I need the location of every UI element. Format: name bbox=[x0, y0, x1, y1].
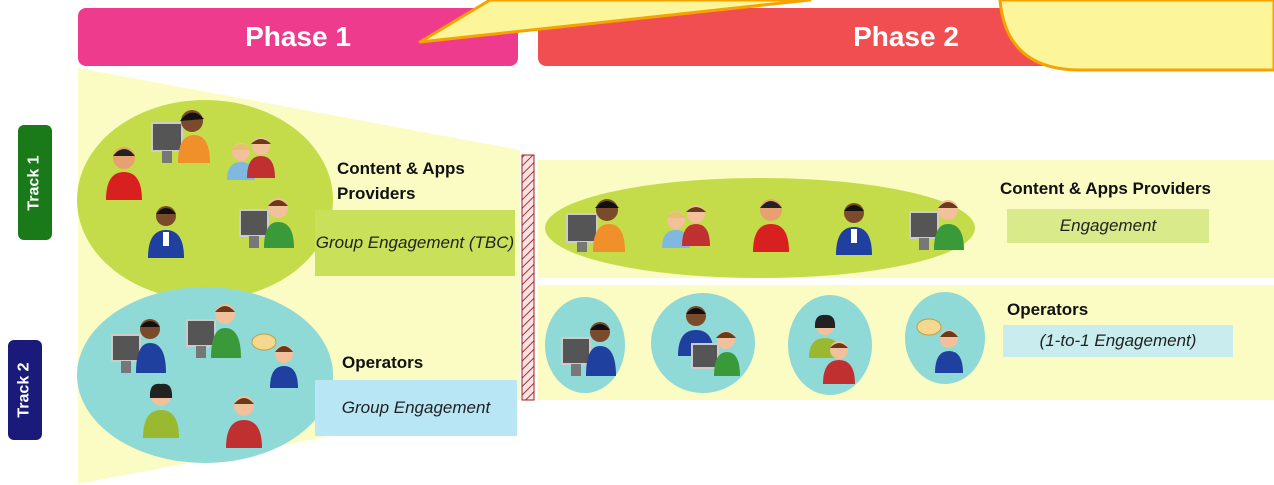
p2-person-pair-icon bbox=[660, 198, 712, 260]
person-computer-green-icon bbox=[238, 190, 296, 252]
p2-op-person-4-icon bbox=[915, 315, 967, 377]
phase2-track1-engagement: Engagement bbox=[1007, 209, 1209, 243]
phase1-track2-engagement: Group Engagement bbox=[315, 380, 517, 436]
p2-person-computer-icon bbox=[565, 192, 627, 254]
p2-person-computer-green-icon bbox=[908, 192, 966, 254]
p2-person-suit-icon bbox=[828, 195, 880, 257]
p2-op-person-3-icon bbox=[803, 312, 859, 384]
phase2-track2-engagement: (1-to-1 Engagement) bbox=[1003, 325, 1233, 357]
person-suit-icon bbox=[140, 198, 192, 260]
person-headset-icon bbox=[100, 140, 152, 202]
p2-person-headset-icon bbox=[745, 192, 797, 254]
person-suit-2-icon bbox=[110, 315, 168, 377]
track-2-tab: Track 2 bbox=[8, 340, 42, 440]
person-pair-icon bbox=[225, 130, 277, 192]
phase1-track1-title: Content & Apps Providers bbox=[337, 159, 465, 203]
phase1-track2-title: Operators bbox=[342, 353, 424, 372]
person-red-icon bbox=[218, 390, 270, 452]
p2-op-person-1-icon bbox=[560, 318, 618, 380]
p2-op-person-2-icon bbox=[670, 300, 742, 378]
person-computer-3-icon bbox=[185, 300, 243, 362]
phase2-track2-title: Operators bbox=[1007, 300, 1089, 319]
person-computer-icon bbox=[150, 105, 212, 167]
phase1-track1-engagement: Group Engagement (TBC) bbox=[315, 210, 515, 276]
phase2-track1-title: Content & Apps Providers bbox=[1000, 179, 1211, 198]
track-1-tab: Track 1 bbox=[18, 125, 52, 240]
phase-2-label: Phase 2 bbox=[853, 21, 959, 52]
person-speech-icon bbox=[250, 330, 302, 392]
person-woman-green-icon bbox=[135, 380, 187, 442]
phase-1-label: Phase 1 bbox=[245, 21, 351, 52]
phase-divider bbox=[521, 154, 535, 401]
